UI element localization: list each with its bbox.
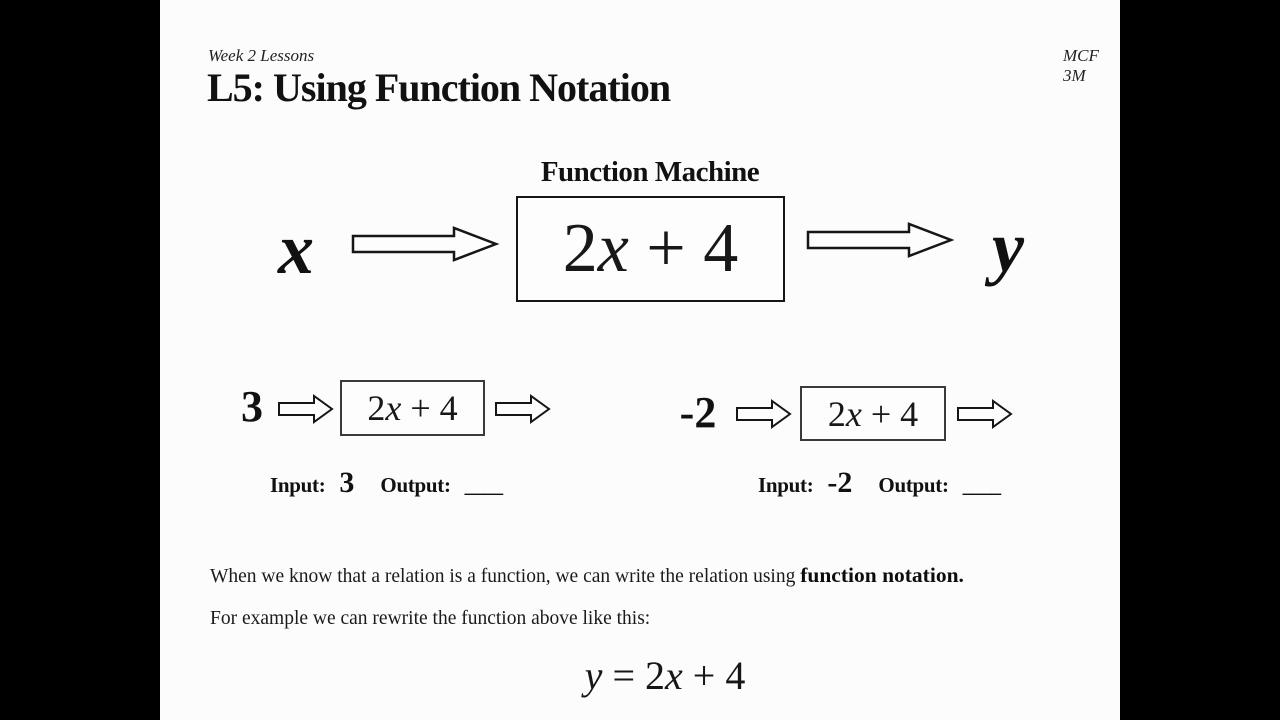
document-page: Week 2 Lessons MCF 3M L5: Using Function… — [160, 0, 1120, 720]
output-variable: y — [992, 206, 1024, 287]
flow-arrow-icon — [736, 399, 792, 429]
function-machine-label: Function Machine — [540, 156, 760, 188]
input-label: Input: — [270, 473, 326, 497]
machine-rule: 2x + 4 — [827, 393, 919, 434]
letterbox-right — [1120, 0, 1280, 720]
machine-rule: 2x + 4 — [562, 210, 739, 287]
output-label: Output: — [380, 473, 451, 497]
flow-arrow-icon — [278, 394, 334, 424]
body-text-1: When we know that a relation is a functi… — [210, 563, 964, 587]
letterbox-left — [0, 0, 160, 720]
header-week-label: Week 2 Lessons — [208, 46, 315, 65]
lesson-title: L5: Using Function Notation — [207, 65, 671, 110]
example-machine-box: 2x + 4 — [800, 386, 946, 441]
function-notation-term: function notation. — [800, 563, 964, 587]
input-value: -2 — [827, 466, 853, 499]
output-label: Output: — [878, 473, 949, 497]
example-input-value: -2 — [679, 387, 717, 437]
header-course-code: MCF 3M — [1063, 46, 1099, 85]
flow-arrow-icon — [351, 226, 500, 262]
function-machine-box: 2x + 4 — [516, 196, 785, 302]
example-input-value: 3 — [241, 381, 263, 431]
machine-rule: 2x + 4 — [367, 388, 458, 428]
input-output-row: Input: 3 Output: ____ — [270, 466, 503, 500]
example-machine-box: 2x + 4 — [340, 380, 485, 436]
input-value: 3 — [339, 466, 355, 499]
output-blank-line: ____ — [962, 475, 1002, 497]
input-label: Input: — [758, 473, 814, 497]
flow-arrow-icon — [495, 394, 551, 424]
body-text-2: For example we can rewrite the function … — [210, 608, 651, 629]
input-output-row: Input: -2 Output: ____ — [758, 466, 1001, 500]
input-variable: x — [278, 208, 314, 289]
flow-arrow-icon — [806, 222, 955, 258]
function-equation: y = 2x + 4 — [584, 653, 746, 698]
flow-arrow-icon — [957, 399, 1013, 429]
output-blank-line: ____ — [464, 475, 504, 497]
